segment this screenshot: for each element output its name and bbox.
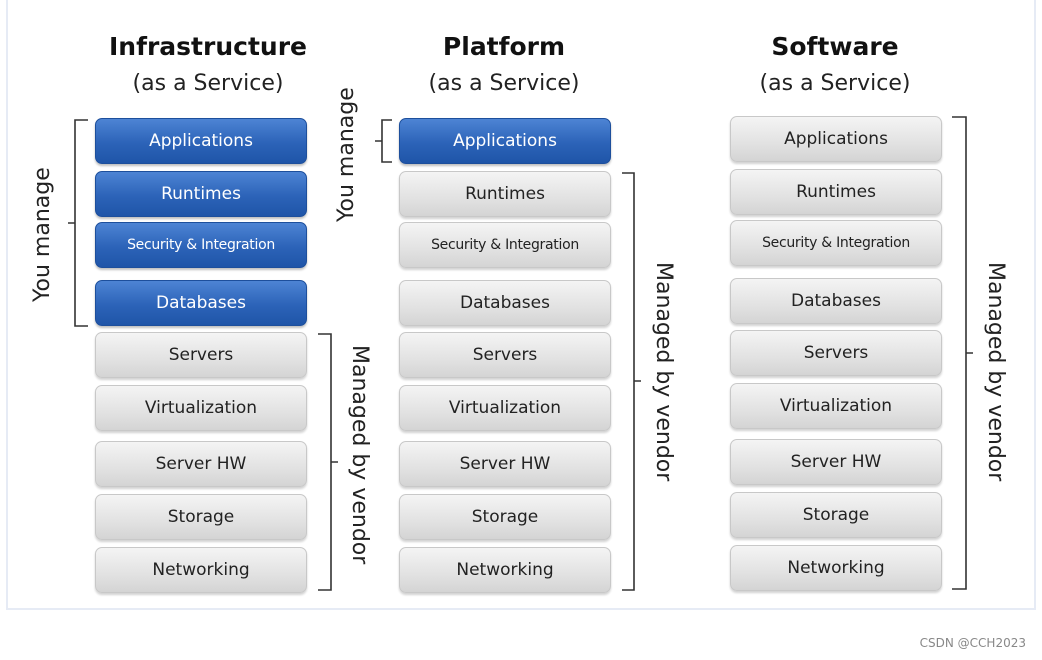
iaas-layer-databases: Databases [95,280,307,326]
saas-layer-applications: Applications [730,116,942,162]
saas-layer-security-integration: Security & Integration [730,220,942,266]
saas-layer-virtualization: Virtualization [730,383,942,429]
iaas-layer-storage: Storage [95,494,307,540]
cloud-service-models-diagram: Infrastructure (as a Service) Platform (… [8,0,1034,608]
paas-layer-databases: Databases [399,280,611,326]
watermark: CSDN @CCH2023 [919,636,1026,650]
saas-title: Software [771,32,899,61]
saas-vendor-bracket [952,116,973,590]
saas-layer-networking: Networking [730,545,942,591]
paas-layer-server-hw: Server HW [399,441,611,487]
paas-you-manage-label: You manage [334,87,359,222]
saas-layer-servers: Servers [730,330,942,376]
paas-layer-virtualization: Virtualization [399,385,611,431]
paas-layer-security-integration: Security & Integration [399,222,611,268]
iaas-subtitle: (as a Service) [132,71,284,96]
iaas-layer-server-hw: Server HW [95,441,307,487]
iaas-you-manage-bracket [68,119,88,327]
paas-you-manage-bracket [375,119,392,163]
saas-layer-runtimes: Runtimes [730,169,942,215]
paas-managed-by-vendor-label: Managed by vendor [651,262,676,482]
saas-subtitle: (as a Service) [759,71,911,96]
iaas-managed-by-vendor-label: Managed by vendor [347,345,372,565]
saas-layer-databases: Databases [730,278,942,324]
iaas-layer-runtimes: Runtimes [95,171,307,217]
iaas-title: Infrastructure [109,32,307,61]
iaas-layer-servers: Servers [95,332,307,378]
paas-subtitle: (as a Service) [428,71,580,96]
bracket-lines [68,116,973,591]
iaas-vendor-bracket [318,333,338,591]
iaas-layer-networking: Networking [95,547,307,593]
paas-vendor-bracket [622,172,641,591]
paas-layer-applications: Applications [399,118,611,164]
paas-title: Platform [442,32,566,61]
saas-managed-by-vendor-label: Managed by vendor [983,262,1008,482]
paas-layer-networking: Networking [399,547,611,593]
paas-layer-runtimes: Runtimes [399,171,611,217]
paas-layer-storage: Storage [399,494,611,540]
iaas-you-manage-label: You manage [30,167,55,302]
saas-layer-storage: Storage [730,492,942,538]
iaas-layer-virtualization: Virtualization [95,385,307,431]
iaas-layer-applications: Applications [95,118,307,164]
iaas-layer-security-integration: Security & Integration [95,222,307,268]
saas-layer-server-hw: Server HW [730,439,942,485]
paas-layer-servers: Servers [399,332,611,378]
